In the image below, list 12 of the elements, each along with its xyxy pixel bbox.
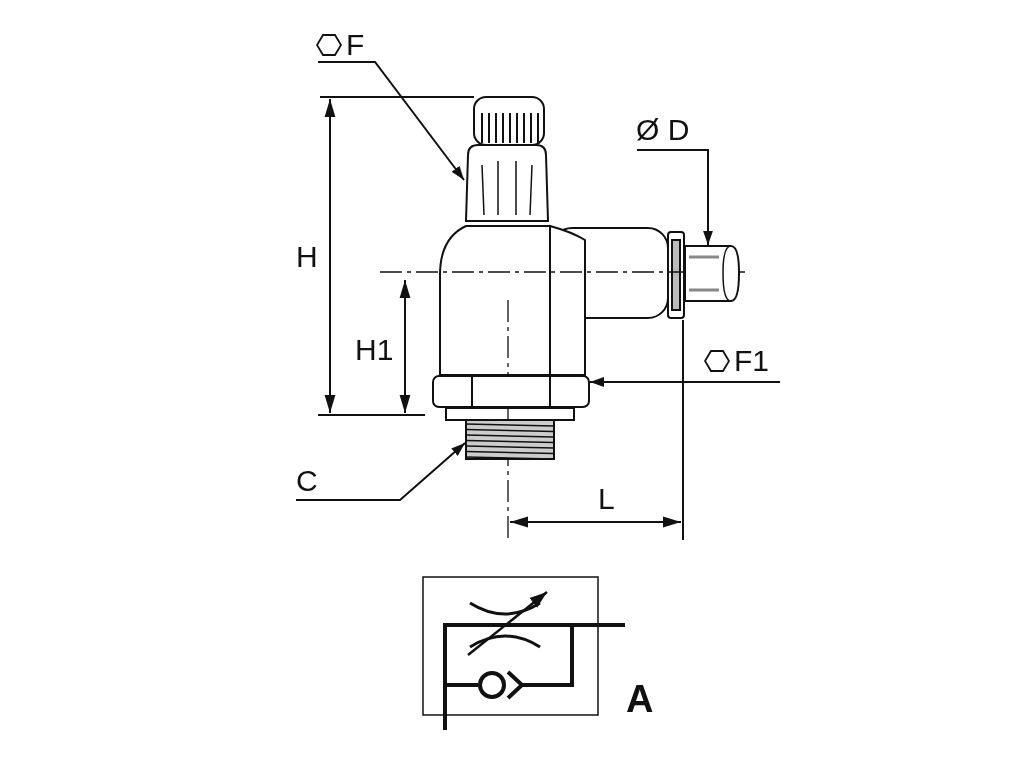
leader-line — [317, 61, 465, 181]
dimension-label: L — [598, 484, 615, 514]
leader-line — [589, 377, 781, 387]
dimension-label: F — [346, 30, 365, 60]
dimension-label: H1 — [355, 335, 394, 365]
symbol-label: A — [626, 680, 654, 718]
dimension-label: Ø D — [636, 115, 690, 145]
dimension-label: F1 — [734, 346, 769, 376]
leader-line — [636, 149, 713, 246]
leader-line — [295, 442, 466, 501]
dimension-label: C — [296, 466, 318, 496]
dimension-label: H — [296, 242, 318, 272]
